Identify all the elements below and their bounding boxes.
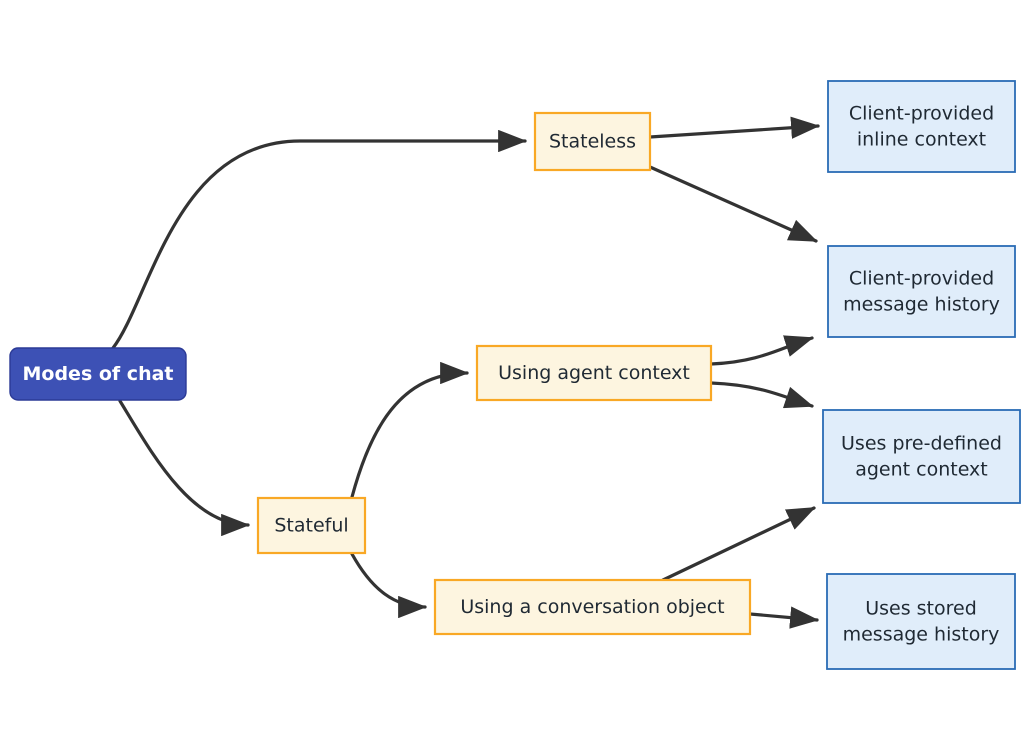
node-msghistory[interactable]: Client-provided message history — [827, 245, 1016, 338]
node-label-inlinectx: Client-provided inline context — [849, 102, 994, 150]
node-label-storedhistory: Uses stored message history — [843, 597, 1000, 645]
edge-root-to-stateless — [111, 129, 527, 350]
node-box-predefagent[interactable] — [822, 409, 1021, 504]
edge-stateful-to-agentctx — [350, 361, 469, 499]
edge-stateful-to-convobj — [350, 552, 427, 619]
node-label-line: message history — [843, 293, 1000, 315]
node-label-line: Uses pre-defined — [841, 432, 1002, 454]
edge-agentctx-to-predefagent — [709, 381, 814, 409]
node-storedhistory[interactable]: Uses stored message history — [826, 573, 1016, 670]
edge-root-to-stateful — [118, 399, 250, 537]
node-label-agentctx: Using agent context — [498, 362, 690, 384]
edge-convobj-to-storedhistory — [748, 606, 819, 629]
node-box-stateless[interactable] — [533, 111, 652, 172]
edge-convobj-to-predefagent — [661, 506, 816, 582]
node-root[interactable]: Modes of chat — [9, 347, 187, 401]
node-label-convobj: Using a conversation object — [460, 596, 724, 618]
node-label-stateless: Stateless — [549, 130, 636, 152]
node-stateful[interactable]: Stateful — [256, 496, 367, 555]
node-box-inlinectx[interactable] — [827, 80, 1016, 173]
node-label-line: Client-provided — [849, 102, 994, 124]
node-label-line: Using a conversation object — [460, 596, 724, 618]
node-label-stateful: Stateful — [274, 514, 348, 536]
node-box-storedhistory[interactable] — [826, 573, 1016, 670]
node-label-msghistory: Client-provided message history — [843, 267, 1000, 315]
node-box-root[interactable] — [9, 347, 187, 401]
node-label-predefagent: Uses pre-defined agent context — [841, 432, 1002, 480]
node-convobj[interactable]: Using a conversation object — [433, 578, 752, 636]
node-box-convobj[interactable] — [433, 578, 752, 636]
node-label-root: Modes of chat — [23, 363, 174, 385]
edges-layer — [111, 116, 820, 629]
node-predefagent[interactable]: Uses pre-defined agent context — [822, 409, 1021, 504]
edge-stateless-to-inlinectx — [648, 116, 820, 139]
node-label-line: inline context — [857, 128, 986, 150]
node-inlinectx[interactable]: Client-provided inline context — [827, 80, 1016, 173]
node-label-line: Modes of chat — [23, 363, 174, 385]
node-box-agentctx[interactable] — [475, 344, 713, 402]
node-label-line: Stateless — [549, 130, 636, 152]
edge-agentctx-to-msghistory — [709, 335, 814, 366]
node-box-stateful[interactable] — [256, 496, 367, 555]
node-agentctx[interactable]: Using agent context — [475, 344, 713, 402]
node-label-line: agent context — [855, 458, 988, 480]
node-label-line: message history — [843, 623, 1000, 645]
node-stateless[interactable]: Stateless — [533, 111, 652, 172]
node-label-line: Using agent context — [498, 362, 690, 384]
edge-stateless-to-msghistory — [648, 165, 818, 243]
node-label-line: Stateful — [274, 514, 348, 536]
node-label-line: Uses stored — [865, 597, 977, 619]
node-box-msghistory[interactable] — [827, 245, 1016, 338]
node-label-line: Client-provided — [849, 267, 994, 289]
